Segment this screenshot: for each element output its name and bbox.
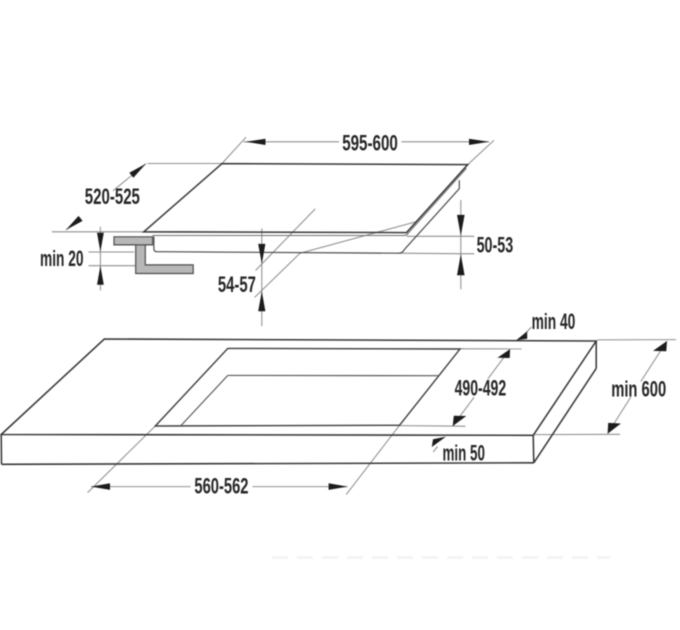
svg-text:560-562: 560-562 [194,473,248,498]
svg-text:520-525: 520-525 [85,184,140,209]
svg-text:490-492: 490-492 [455,376,507,401]
svg-text:min 600: min 600 [611,376,666,401]
svg-text:595-600: 595-600 [342,131,398,156]
svg-text:min 20: min 20 [40,246,84,271]
svg-text:50-53: 50-53 [477,233,514,258]
svg-text:54-57: 54-57 [218,272,256,297]
svg-text:min 40: min 40 [532,309,576,334]
svg-text:min 50: min 50 [443,441,485,466]
